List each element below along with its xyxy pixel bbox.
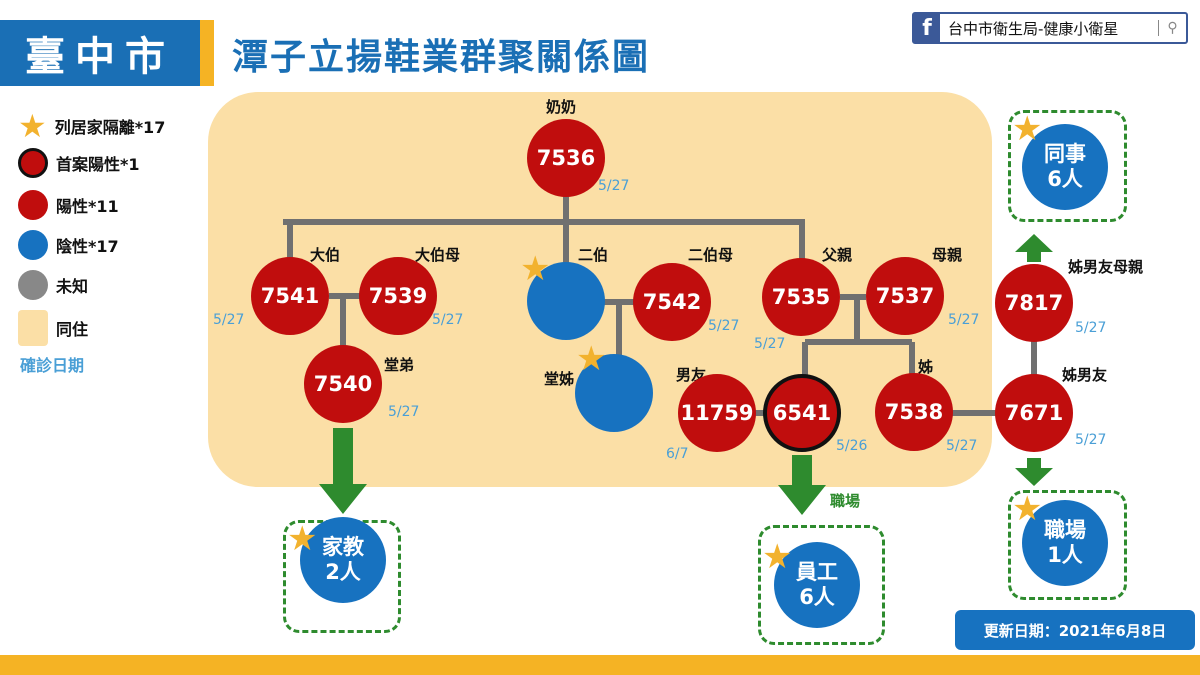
footer-bar — [0, 655, 1200, 675]
legend-label: 列居家隔離*17 — [54, 118, 166, 137]
arrow-tutor — [319, 428, 367, 514]
case-node-uncle1: 7541 — [251, 257, 329, 335]
case-node-uncle2 — [527, 262, 605, 340]
arrow-staff — [778, 455, 826, 515]
case-node-mother: 7537 — [866, 257, 944, 335]
case-node-cousin-male: 7540 — [304, 345, 382, 423]
diagnosis-date: 5/27 — [432, 312, 464, 328]
group-label: 家教 — [322, 534, 364, 559]
legend-unknown: 未知 — [18, 270, 88, 300]
legend-cohabit: 同住 — [18, 310, 88, 346]
group-count: 1人 — [1047, 543, 1083, 567]
group-count: 6人 — [1047, 167, 1083, 191]
role-label: 姊男友母親 — [1068, 258, 1144, 276]
star-icon: ★ — [287, 519, 318, 559]
case-node-aunt2: 7542 — [633, 263, 711, 341]
case-node-aunt1: 7539 — [359, 257, 437, 335]
diagnosis-date: 5/27 — [946, 438, 978, 454]
group-label: 職場 — [1044, 517, 1086, 542]
line-uncle2-couple — [604, 299, 634, 356]
diagnosis-date: 5/27 — [598, 178, 630, 194]
group-box-coworkers — [1008, 110, 1127, 222]
legend-label: 同住 — [56, 320, 89, 339]
role-label: 大伯 — [310, 246, 341, 264]
arrow-coworkers — [1015, 234, 1053, 262]
legend-label: 未知 — [56, 277, 89, 296]
legend-negative: 陰性*17 — [18, 230, 119, 260]
diagnosis-date: 5/27 — [948, 312, 980, 328]
arrow-label: 職場 — [830, 492, 861, 510]
role-label: 大伯母 — [415, 246, 461, 264]
case-node-sister-bf: 7671 — [995, 374, 1073, 452]
line-grandma-children — [283, 196, 805, 264]
facebook-search-bar[interactable]: f 台中市衛生局-健康小衛星 ⚲ — [912, 12, 1188, 44]
diagnosis-date: 5/26 — [836, 438, 868, 454]
role-label: 堂姊 — [544, 370, 575, 388]
case-node-sister-bf-mother: 7817 — [995, 264, 1073, 342]
diagnosis-date: 5/27 — [708, 318, 740, 334]
legend-first-case: 首案陽性*1 — [18, 148, 140, 178]
city-header: 臺中市 — [0, 20, 200, 86]
facebook-icon: f — [914, 14, 940, 42]
star-icon: ★ — [18, 107, 47, 145]
role-label: 奶奶 — [546, 98, 577, 116]
group-label: 員工 — [796, 559, 838, 584]
case-node-father: 7535 — [762, 258, 840, 336]
gray-circle-icon — [18, 270, 48, 300]
case-node-cousin-female — [575, 354, 653, 432]
group-box-workplace — [1008, 490, 1127, 600]
red-circle-icon — [18, 190, 48, 220]
diagnosis-date: 5/27 — [1075, 432, 1107, 448]
legend-label: 陽性*11 — [56, 197, 119, 216]
star-icon: ★ — [1012, 489, 1043, 529]
facebook-page-name: 台中市衛生局-健康小衛星 — [948, 19, 1119, 38]
role-label: 母親 — [932, 246, 963, 264]
page-title: 潭子立揚鞋業群聚關係圖 — [232, 37, 651, 78]
legend-label: 首案陽性*1 — [56, 155, 140, 174]
blue-circle-icon — [18, 230, 48, 260]
role-label: 父親 — [822, 246, 853, 264]
diagnosis-date: 5/27 — [754, 336, 786, 352]
group-box-staff — [758, 525, 885, 645]
star-icon: ★ — [762, 537, 793, 577]
update-date: 更新日期：2021年6月8日 — [955, 610, 1195, 650]
case-node-grandma: 7536 — [527, 119, 605, 197]
header-accent — [200, 20, 214, 86]
role-label: 姊男友 — [1062, 366, 1108, 384]
arrow-workplace — [1015, 458, 1053, 486]
group-count: 6人 — [799, 585, 835, 609]
legend-positive: 陽性*11 — [18, 190, 119, 220]
first-case-icon — [18, 148, 48, 178]
role-label: 堂弟 — [384, 356, 415, 374]
diagnosis-date: 5/27 — [1075, 320, 1107, 336]
group-count: 2人 — [325, 560, 361, 584]
search-icon[interactable]: ⚲ — [1158, 20, 1186, 36]
legend-diagnosis-date: 確診日期 — [20, 356, 85, 375]
line-uncle1-couple — [329, 293, 360, 348]
beige-box-icon — [18, 310, 48, 346]
case-node-index: 6541 — [763, 374, 841, 452]
star-icon: ★ — [576, 339, 607, 379]
diagnosis-date: 6/7 — [666, 446, 689, 462]
case-node-sister: 7538 — [875, 373, 953, 451]
role-label: 姊 — [918, 358, 934, 376]
line-parents — [802, 294, 915, 376]
legend-quarantine: ★ 列居家隔離*17 — [18, 110, 165, 142]
diagnosis-date: 5/27 — [388, 404, 420, 420]
diagnosis-date: 5/27 — [213, 312, 245, 328]
role-label: 二伯母 — [688, 246, 734, 264]
star-icon: ★ — [520, 249, 551, 289]
legend-label: 陰性*17 — [56, 237, 119, 256]
role-label: 二伯 — [578, 246, 609, 264]
group-label: 同事 — [1044, 141, 1086, 166]
star-icon: ★ — [1012, 109, 1043, 149]
case-node-boyfriend: 11759 — [678, 374, 756, 452]
